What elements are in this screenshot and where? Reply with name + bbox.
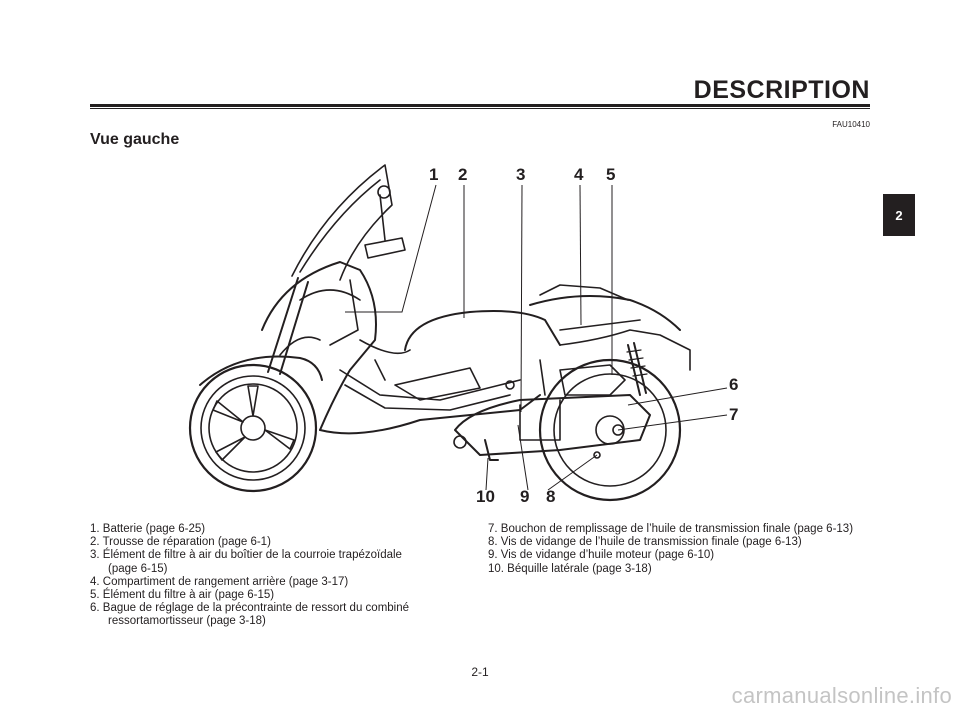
callout-9: 9: [520, 487, 530, 506]
callout-2: 2: [458, 165, 468, 184]
legend-item: 10. Béquille latérale (page 3-18): [488, 562, 652, 575]
page-heading: Vue gauche: [90, 131, 180, 148]
leader-lines: [345, 184, 728, 491]
callout-8: 8: [546, 487, 556, 506]
legend-left: 1. Batterie (page 6-25) 2. Trousse de ré…: [90, 523, 475, 629]
legend-item: 2. Trousse de réparation (page 6-1): [90, 536, 271, 549]
legend-item: 3. Élément de filtre à air du boîtier de…: [90, 549, 402, 562]
chapter-tab[interactable]: 2: [883, 194, 915, 236]
watermark: carmanualsonline.info: [731, 683, 952, 708]
legend-item: 1. Batterie (page 6-25): [90, 523, 206, 535]
front-wheel: [188, 363, 318, 493]
legend-right: 7. Bouchon de remplissage de l’huile de …: [488, 523, 873, 576]
callout-3: 3: [516, 165, 526, 184]
callout-1: 1: [429, 165, 439, 184]
callout-5: 5: [606, 165, 616, 184]
legend-item-continuation: ressortamortisseur (page 3-18): [108, 615, 266, 628]
callout-10: 10: [476, 487, 495, 506]
legend-item: 5. Élément du filtre à air (page 6-15): [90, 589, 275, 602]
callout-7: 7: [729, 405, 739, 424]
legend-item: 4. Compartiment de rangement arrière (pa…: [90, 575, 349, 588]
legend-item: 6. Bague de réglage de la précontrainte …: [90, 602, 410, 615]
legend-item: 7. Bouchon de remplissage de l’huile de …: [488, 523, 854, 535]
section-title: DESCRIPTION: [693, 76, 870, 104]
legend-item-continuation: (page 6-15): [108, 562, 168, 575]
callout-6: 6: [729, 375, 739, 394]
callout-4: 4: [574, 165, 584, 184]
document-code: FAU10410: [832, 120, 870, 129]
page-number: 2-1: [471, 665, 489, 679]
legend-item: 8. Vis de vidange de l’huile de transmis…: [488, 536, 802, 549]
rear-wheel: [538, 358, 682, 502]
header-rule-thick: [90, 104, 870, 107]
legend-item: 9. Vis de vidange d’huile moteur (page 6…: [488, 549, 715, 562]
header-rule-thin: [90, 108, 870, 109]
